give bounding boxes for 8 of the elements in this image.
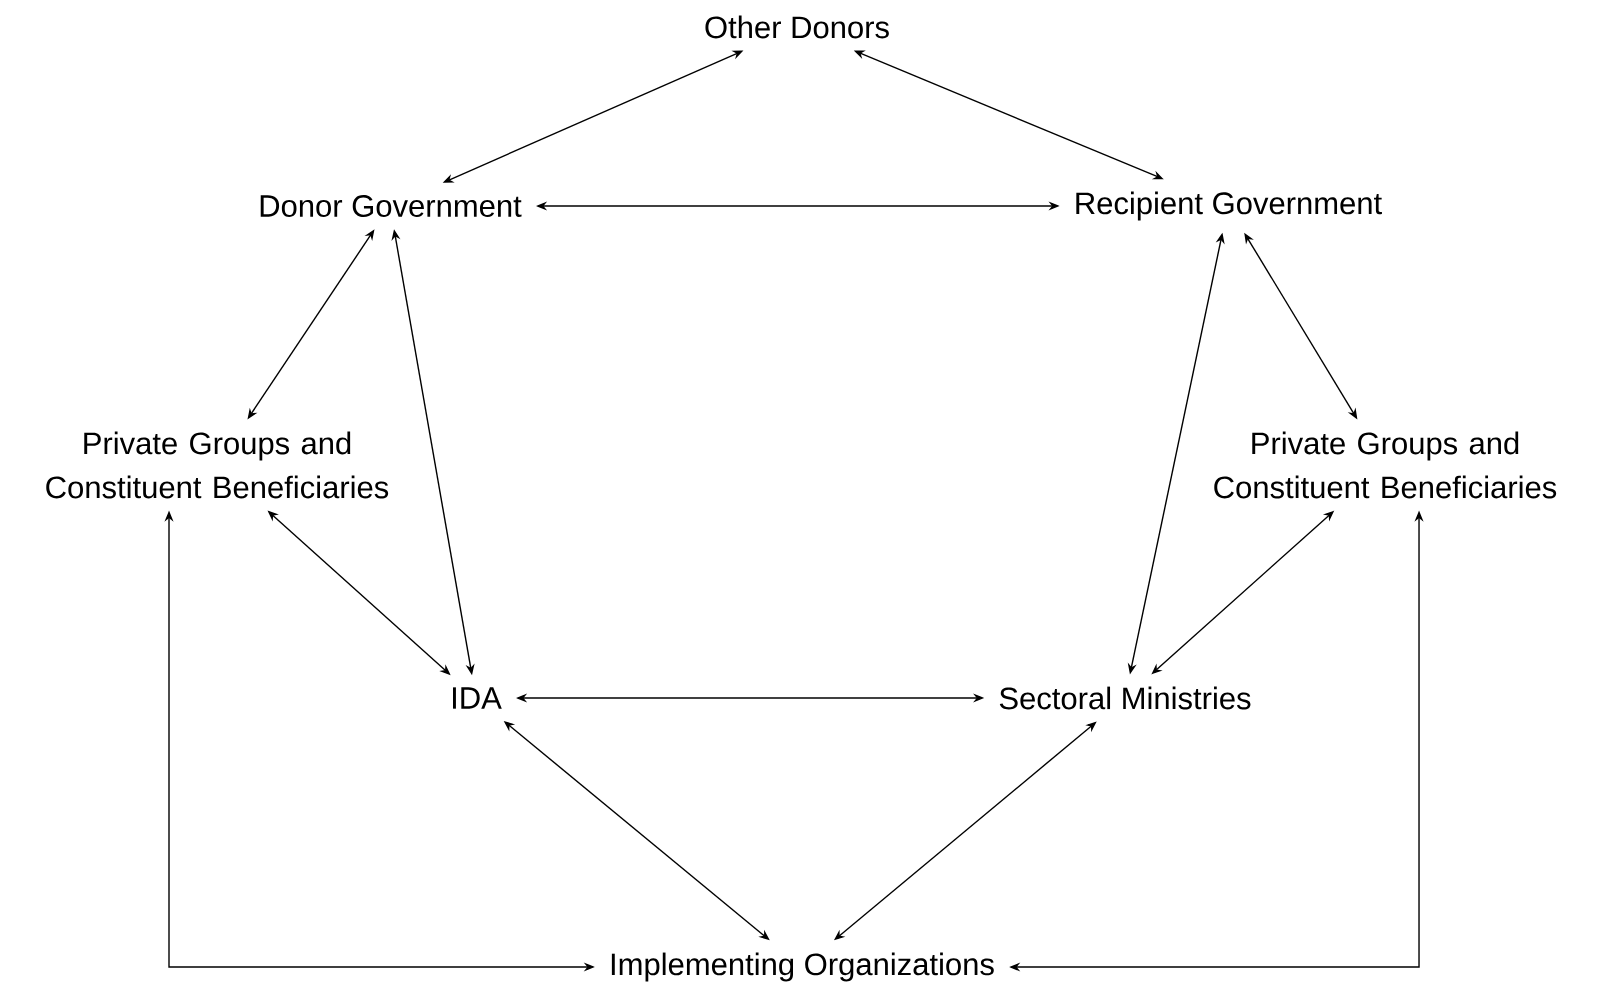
node-label: Implementing Organizations: [611, 952, 994, 982]
node-label: Donor Government: [260, 195, 522, 217]
node-label: Private Groups and Constituent Beneficiaries: [46, 431, 389, 499]
node-label: Recipient Government: [1076, 191, 1382, 221]
node-label: IDA: [453, 687, 502, 709]
node-label: Sectoral Ministries: [999, 686, 1251, 710]
node-label: Other Donors: [705, 15, 889, 39]
node-label: Private Groups and Constituent Beneficiaries: [1214, 431, 1557, 499]
